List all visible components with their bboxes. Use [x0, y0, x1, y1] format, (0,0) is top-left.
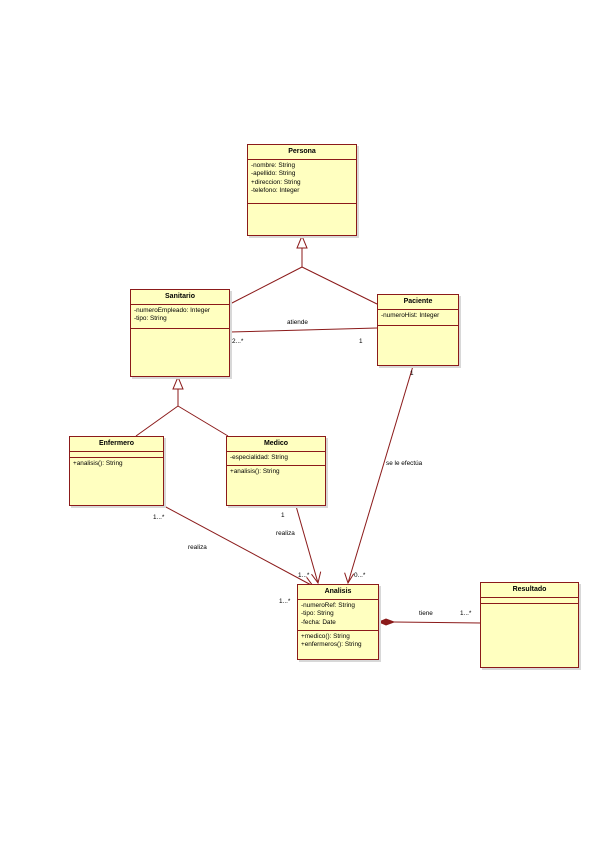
- attribute: -numeroRef: String: [301, 602, 355, 609]
- generalization-arrowhead-persona: [296, 234, 308, 249]
- multiplicity-atiende-right: 1: [359, 338, 363, 345]
- class-name: Analisis: [298, 585, 378, 600]
- class-medico[interactable]: Medico -especialidad: String +analisis()…: [226, 436, 326, 506]
- arrowhead-efectua: [344, 572, 355, 585]
- operation: +medico(): String: [301, 633, 350, 640]
- attributes-compartment: -especialidad: String: [227, 452, 325, 466]
- attribute: -tipo: String: [134, 315, 167, 323]
- multiplicity-tiene: 1...*: [460, 610, 472, 617]
- class-name: Medico: [227, 437, 325, 452]
- gen-line-medico: [177, 405, 229, 437]
- arrowhead-med-realiza: [311, 571, 322, 585]
- class-paciente[interactable]: Paciente -numeroHist: Integer: [377, 294, 459, 366]
- attribute: -apellido: String: [251, 170, 296, 178]
- attribute: -numeroEmpleado: Integer: [134, 307, 211, 314]
- multiplicity-med-source: 1: [281, 512, 285, 519]
- multiplicity-enf-source: 1...*: [153, 514, 165, 521]
- attribute: -fecha: Date: [301, 618, 336, 626]
- label-atiende: atiende: [287, 319, 308, 326]
- class-enfermero[interactable]: Enfermero +analisis(): String: [69, 436, 164, 506]
- label-tiene: tiene: [419, 610, 433, 617]
- label-med-realiza: realiza: [276, 530, 295, 537]
- assoc-enf-realiza: [163, 505, 314, 587]
- class-sanitario[interactable]: Sanitario -numeroEmpleado: Integer -tipo…: [130, 289, 230, 377]
- class-persona[interactable]: Persona -nombre: String -apellido: Strin…: [247, 144, 357, 236]
- gen-line-sanitario: [229, 266, 303, 305]
- class-resultado[interactable]: Resultado: [480, 582, 579, 668]
- assoc-atiende: [229, 327, 378, 333]
- attributes-compartment: -numeroEmpleado: Integer -tipo: String: [131, 305, 229, 329]
- operations-compartment: [378, 326, 458, 330]
- gen-line-paciente: [301, 266, 378, 305]
- attributes-compartment: [481, 598, 578, 604]
- assoc-tiene: [393, 621, 482, 624]
- operations-compartment: +analisis(): String: [227, 466, 325, 478]
- class-name: Resultado: [481, 583, 578, 598]
- operations-compartment: [248, 204, 356, 208]
- attribute: -numeroHist: Integer: [381, 312, 440, 319]
- multiplicity-atiende-left: 2...*: [232, 338, 244, 345]
- attribute: -telefono: Integer: [251, 187, 300, 195]
- multiplicity-efectua-target: 0...*: [354, 572, 366, 579]
- attribute: +direccion: String: [251, 178, 301, 186]
- operations-compartment: +analisis(): String: [70, 458, 163, 470]
- class-analisis[interactable]: Analisis -numeroRef: String -tipo: Strin…: [297, 584, 379, 660]
- class-name: Paciente: [378, 295, 458, 310]
- composition-diamond: [377, 618, 396, 626]
- gen-line-enfermero: [135, 405, 179, 437]
- attributes-compartment: -nombre: String -apellido: String +direc…: [248, 160, 356, 204]
- attributes-compartment: -numeroRef: String -tipo: String -fecha:…: [298, 600, 378, 631]
- assoc-efectua: [347, 365, 414, 584]
- label-enf-realiza: realiza: [188, 544, 207, 551]
- class-name: Persona: [248, 145, 356, 160]
- label-se-le-efectua: se le efectúa: [386, 460, 423, 467]
- multiplicity-enf-target: 1...*: [279, 598, 291, 605]
- operation: +analisis(): String: [73, 460, 123, 467]
- multiplicity-med-target: 1...*: [298, 572, 310, 579]
- generalization-arrowhead-sanitario: [172, 375, 184, 390]
- attribute: -nombre: String: [251, 162, 296, 169]
- operation: +analisis(): String: [230, 468, 280, 475]
- assoc-med-realiza: [295, 505, 319, 584]
- attributes-compartment: -numeroHist: Integer: [378, 310, 458, 326]
- attribute: -tipo: String: [301, 610, 334, 618]
- multiplicity-efectua-source: 1: [410, 370, 414, 377]
- class-name: Sanitario: [131, 290, 229, 305]
- attribute: -especialidad: String: [230, 454, 288, 461]
- class-name: Enfermero: [70, 437, 163, 452]
- operations-compartment: [481, 604, 578, 608]
- operation: +enfermeros(): String: [301, 641, 362, 649]
- attributes-compartment: [70, 452, 163, 458]
- operations-compartment: +medico(): String +enfermeros(): String: [298, 631, 378, 652]
- operations-compartment: [131, 329, 229, 333]
